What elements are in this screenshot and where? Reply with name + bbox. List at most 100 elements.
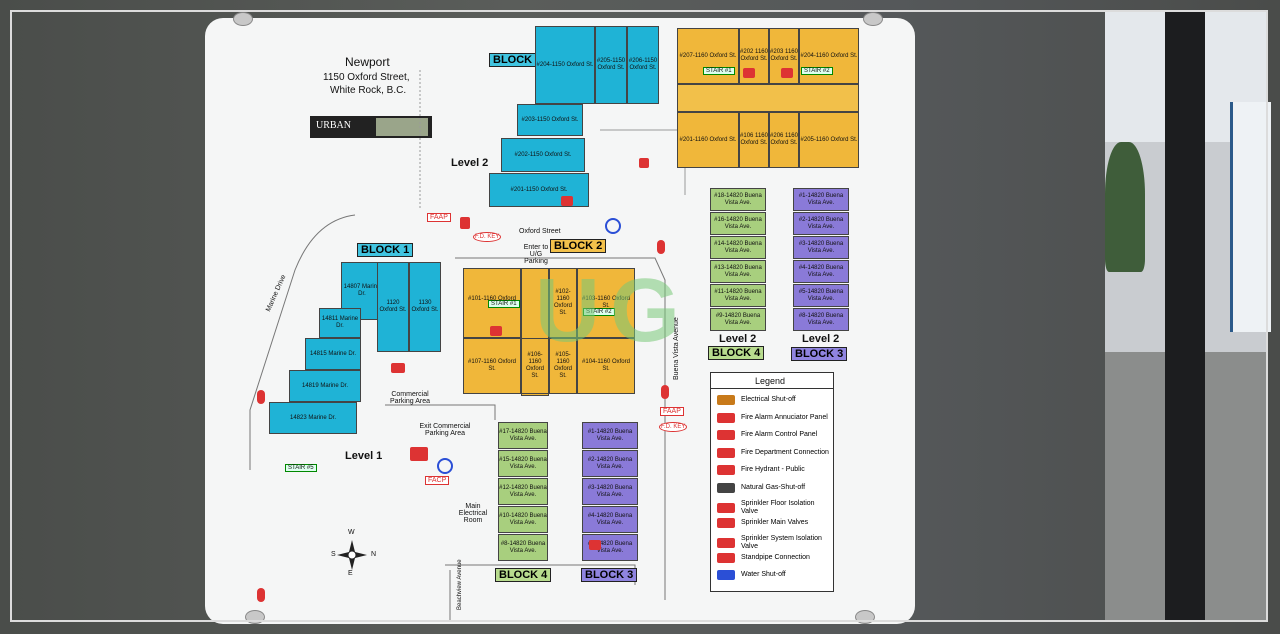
unit-b4_l1-3[interactable]: #10-14820 Buena Vista Ave. bbox=[498, 506, 548, 533]
unit-205-1150[interactable]: #205-1150 Oxford St. bbox=[595, 26, 627, 104]
legend-item: Sprinkler Main Valves bbox=[717, 517, 831, 528]
unit-b4_l2-2[interactable]: #14-14820 Buena Vista Ave. bbox=[710, 236, 766, 259]
unit-104-1160[interactable]: #104-1160 Oxford St. bbox=[577, 338, 635, 394]
unit-b3_l2-0[interactable]: #1-14820 Buena Vista Ave. bbox=[793, 188, 849, 211]
unit-b3_l2-1[interactable]: #2-14820 Buena Vista Ave. bbox=[793, 212, 849, 235]
stair1-label-l1: STAIR #1 bbox=[488, 300, 520, 308]
unit-b4_l2-5[interactable]: #9-14820 Buena Vista Ave. bbox=[710, 308, 766, 331]
screenshot-frame bbox=[10, 10, 1268, 622]
unit-202-1150[interactable]: #202-1150 Oxford St. bbox=[501, 138, 585, 172]
sign-title: Newport bbox=[345, 55, 390, 69]
legend-item-label: Sprinkler Main Valves bbox=[741, 518, 809, 526]
house bbox=[1230, 102, 1271, 332]
legend-symbol-icon bbox=[717, 447, 735, 458]
level1-label: Level 1 bbox=[345, 450, 383, 462]
unit-b3_l2-4[interactable]: #5-14820 Buena Vista Ave. bbox=[793, 284, 849, 307]
fire-hydrant-icon bbox=[661, 385, 669, 399]
legend-item: Water Shut-off bbox=[717, 570, 831, 580]
unit-b3_l1-1[interactable]: #2-14820 Buena Vista Ave. bbox=[582, 450, 638, 477]
compass-star-icon bbox=[337, 540, 367, 570]
compass-s: S bbox=[331, 551, 336, 558]
legend-item-label: Fire Alarm Annuciator Panel bbox=[741, 413, 828, 421]
legend-symbol-icon bbox=[717, 570, 735, 580]
street-view bbox=[1105, 12, 1271, 622]
unit-b4_l1-2[interactable]: #12-14820 Buena Vista Ave. bbox=[498, 478, 548, 505]
address-line-1: 1150 Oxford Street, bbox=[323, 72, 410, 83]
block2-corridor bbox=[677, 84, 859, 112]
unit-b4_l2-1[interactable]: #16-14820 Buena Vista Ave. bbox=[710, 212, 766, 235]
commercial-parking-label: Commercial Parking Area bbox=[389, 391, 431, 405]
unit-201-1160[interactable]: #201-1160 Oxford St. bbox=[677, 112, 739, 168]
legend-symbol-icon bbox=[717, 412, 735, 423]
unit-206-1150[interactable]: #206-1150 Oxford St. bbox=[627, 26, 659, 104]
unit-107-1160[interactable]: #107-1160 Oxford St. bbox=[463, 338, 521, 394]
tree bbox=[1105, 142, 1145, 272]
main-electrical-room-label: Main Electrical Room bbox=[458, 503, 488, 524]
unit-106-1160[interactable]: #106-1160 Oxford St. bbox=[521, 338, 549, 394]
stair5-label: STAIR #5 bbox=[285, 464, 317, 472]
unit-b4_l2-4[interactable]: #11-14820 Buena Vista Ave. bbox=[710, 284, 766, 307]
compass-w: W bbox=[348, 529, 355, 536]
legend-item: Standpipe Connection bbox=[717, 552, 831, 563]
screw bbox=[863, 12, 883, 26]
sprinkler-valve-icon bbox=[781, 68, 793, 78]
sprinkler-main-valves-icon bbox=[391, 363, 405, 373]
unit-205-1160[interactable]: #205-1160 Oxford St. bbox=[799, 112, 859, 168]
legend-item: Fire Department Connection bbox=[717, 447, 831, 458]
screw bbox=[233, 12, 253, 26]
block4-label-level2: BLOCK 4 bbox=[708, 346, 765, 360]
oxford-street-label: Oxford Street bbox=[519, 228, 561, 235]
legend-item-label: Sprinkler Floor Isolation Valve bbox=[741, 500, 815, 515]
legend-item-label: Fire Hydrant - Public bbox=[741, 466, 805, 473]
fire-dept-connection-icon bbox=[460, 217, 470, 229]
unit-b4_l2-0[interactable]: #18-14820 Buena Vista Ave. bbox=[710, 188, 766, 211]
unit-102-1160[interactable]: #102-1160 Oxford St. bbox=[549, 268, 577, 338]
legend-item: Fire Hydrant - Public bbox=[717, 465, 831, 475]
compass-n: N bbox=[371, 551, 377, 558]
unit-14819[interactable]: 14819 Marine Dr. bbox=[289, 370, 361, 402]
unit-106-1160-l2[interactable]: #106 1160 Oxford St. bbox=[739, 112, 769, 168]
legend-item-label: Fire Alarm Control Panel bbox=[741, 431, 818, 438]
legend-item: Sprinkler Floor Isolation Valve bbox=[717, 500, 831, 516]
sprinkler-main-valves-icon bbox=[410, 447, 428, 461]
road-lines bbox=[249, 70, 686, 622]
unit-b4_l1-1[interactable]: #15-14820 Buena Vista Ave. bbox=[498, 450, 548, 477]
fire-hydrant-icon bbox=[257, 390, 265, 404]
legend-item-label: Standpipe Connection bbox=[741, 553, 810, 561]
unit-103-1160[interactable]: #103-1160 Oxford St. bbox=[577, 268, 635, 338]
compass-e: E bbox=[348, 570, 353, 577]
unit-1130[interactable]: 1130 Oxford St. bbox=[409, 262, 441, 352]
level2-label-block3: Level 2 bbox=[802, 333, 840, 345]
stair2-label-l2: STAIR #2 bbox=[801, 67, 833, 75]
legend-item-label: Electrical Shut-off bbox=[741, 396, 796, 403]
unit-b3_l2-3[interactable]: #4-14820 Buena Vista Ave. bbox=[793, 260, 849, 283]
unit-1120[interactable]: 1120 Oxford St. bbox=[377, 262, 409, 352]
unit-14811[interactable]: 14811 Marine Dr. bbox=[319, 308, 361, 338]
legend-symbol-icon bbox=[717, 517, 735, 528]
unit-14823[interactable]: 14823 Marine Dr. bbox=[269, 402, 357, 434]
legend-symbol-icon bbox=[717, 465, 735, 475]
unit-b3_l2-5[interactable]: #8-14820 Buena Vista Ave. bbox=[793, 308, 849, 331]
unit-b4_l1-0[interactable]: #17-14820 Buena Vista Ave. bbox=[498, 422, 548, 449]
legend-divider bbox=[711, 388, 833, 389]
unit-b3_l1-2[interactable]: #3-14820 Buena Vista Ave. bbox=[582, 478, 638, 505]
unit-14815[interactable]: 14815 Marine Dr. bbox=[305, 338, 361, 370]
unit-b3_l2-2[interactable]: #3-14820 Buena Vista Ave. bbox=[793, 236, 849, 259]
unit-b3_l1-3[interactable]: #4-14820 Buena Vista Ave. bbox=[582, 506, 638, 533]
unit-b4_l2-3[interactable]: #13-14820 Buena Vista Ave. bbox=[710, 260, 766, 283]
legend-symbol-icon bbox=[717, 482, 735, 493]
unit-204-1150[interactable]: #204-1150 Oxford St. bbox=[535, 26, 595, 104]
black-post bbox=[1165, 12, 1205, 622]
unit-203-1150[interactable]: #203-1150 Oxford St. bbox=[517, 104, 583, 136]
legend-item-label: Fire Department Connection bbox=[741, 448, 829, 456]
unit-206-1160[interactable]: #206 1160 Oxford St. bbox=[769, 112, 799, 168]
block1-label-level2: BLOCK 1 bbox=[489, 53, 546, 67]
unit-105-1160[interactable]: #105-1160 Oxford St. bbox=[549, 338, 577, 394]
unit-b3_l1-0[interactable]: #1-14820 Buena Vista Ave. bbox=[582, 422, 638, 449]
faap-box-right: FAAP bbox=[660, 407, 684, 416]
sprinkler-valve-icon bbox=[561, 196, 573, 206]
water-shutoff-icon bbox=[605, 218, 621, 234]
urban-logo: URBAN bbox=[310, 116, 432, 138]
unit-b4_l1-4[interactable]: #8-14820 Buena Vista Ave. bbox=[498, 534, 548, 561]
